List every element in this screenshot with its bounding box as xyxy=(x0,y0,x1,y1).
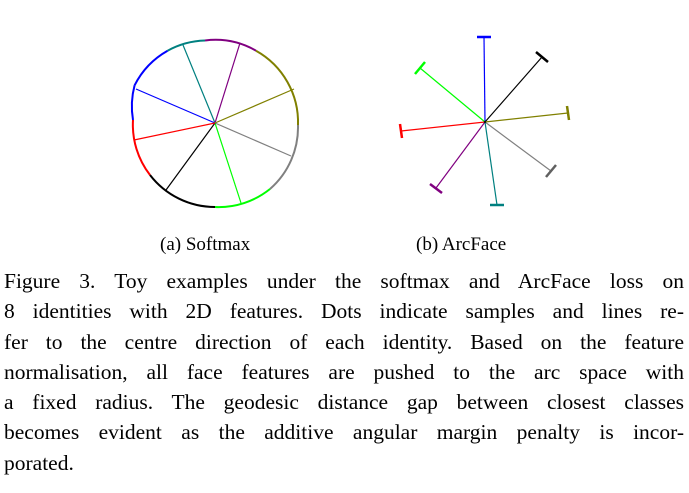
softmax-arc-olive xyxy=(255,49,300,126)
arcface-line-red xyxy=(400,121,486,132)
softmax-arc-blue-2 xyxy=(130,85,136,121)
softmax-line-blue xyxy=(135,88,216,124)
arcface-line-olive xyxy=(484,112,569,123)
arcface-line-green xyxy=(419,67,486,123)
figure-graphic xyxy=(130,35,571,209)
softmax-arc-purple xyxy=(204,38,257,52)
softmax-arc-red xyxy=(131,119,151,176)
arcface-cluster-red xyxy=(398,123,404,139)
arcface-cluster-olive xyxy=(565,105,571,121)
softmax-arc-gray xyxy=(269,124,300,190)
arcface-plot xyxy=(398,35,571,207)
subcaption-softmax: (a) Softmax xyxy=(160,234,251,255)
arcface-cluster-purple xyxy=(429,183,443,194)
caption-line: a fixed radius. The geodesic distance ga… xyxy=(4,390,684,415)
caption-line: becomes evident as the additive angular … xyxy=(4,420,684,445)
arcface-line-teal xyxy=(484,121,498,206)
arcface-line-blue xyxy=(483,36,486,123)
softmax-arc-green xyxy=(214,188,271,209)
softmax-line-red xyxy=(133,122,216,141)
caption-line: Figure 3. Toy examples under the softmax… xyxy=(4,269,684,293)
subcaption-arcface: (b) ArcFace xyxy=(416,234,507,255)
arcface-line-purple xyxy=(435,121,486,189)
softmax-plot xyxy=(130,38,300,209)
arcface-cluster-gray xyxy=(545,164,557,178)
caption-line: 8 identities with 2D features. Dots indi… xyxy=(4,299,684,324)
softmax-arc-black xyxy=(149,174,216,208)
softmax-line-olive xyxy=(214,88,295,124)
softmax-arc-teal xyxy=(167,39,206,52)
arcface-cluster-black xyxy=(535,51,549,63)
caption-line: normalisation, all face features are pus… xyxy=(4,359,684,384)
softmax-line-gray xyxy=(214,122,292,157)
arcface-cluster-green xyxy=(414,61,426,75)
softmax-line-black xyxy=(165,122,216,191)
softmax-arc-blue xyxy=(133,49,169,86)
arcface-line-black xyxy=(484,56,543,123)
softmax-line-purple xyxy=(214,42,241,124)
caption-line: porated. xyxy=(4,450,74,475)
arcface-center xyxy=(484,121,486,123)
arcface-line-gray xyxy=(484,121,552,172)
figure-caption: Figure 3. Toy examples under the softmax… xyxy=(4,266,684,478)
softmax-line-teal xyxy=(182,44,216,124)
caption-line: fer to the centre direction of each iden… xyxy=(4,329,684,354)
softmax-line-green xyxy=(214,122,242,204)
